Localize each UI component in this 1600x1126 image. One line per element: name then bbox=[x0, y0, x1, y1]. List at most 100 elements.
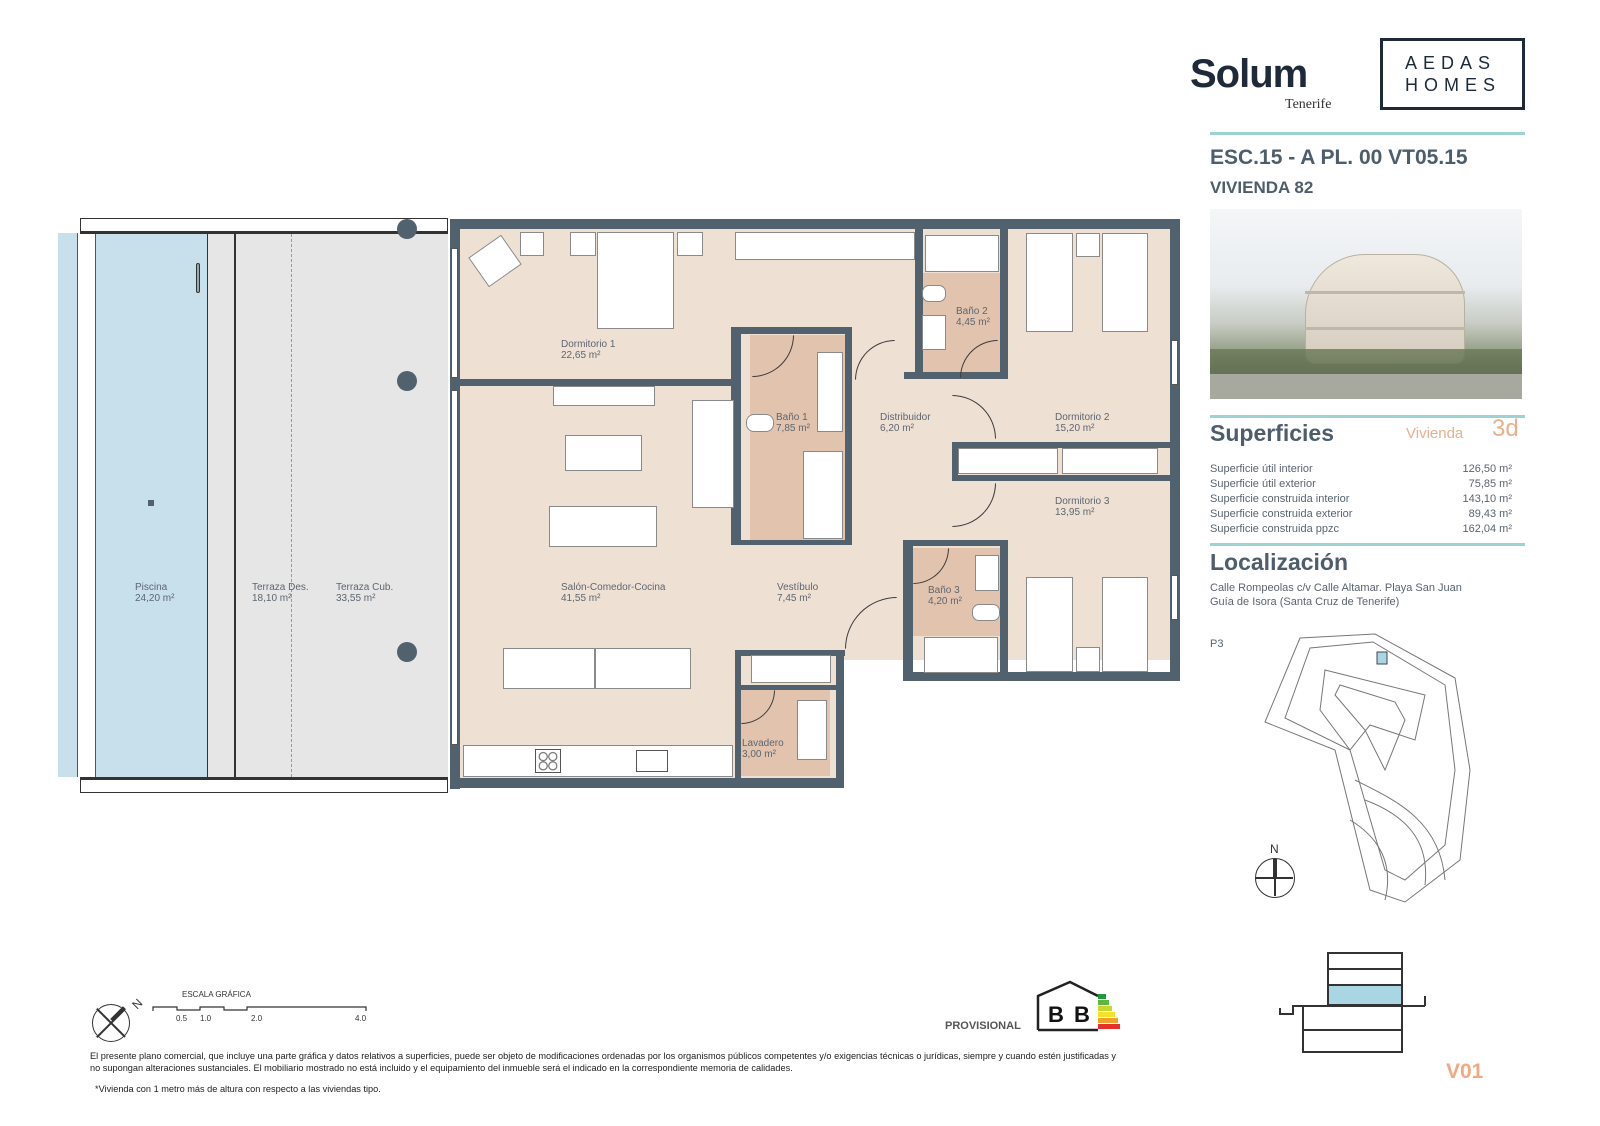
north-arrow-site-plan bbox=[1255, 858, 1295, 898]
window bbox=[1171, 575, 1178, 620]
scale-tick: 1.0 bbox=[200, 1014, 212, 1023]
nightstand bbox=[1076, 233, 1100, 257]
divider bbox=[1210, 415, 1525, 418]
energy-rating-emisiones: B bbox=[1074, 1002, 1090, 1027]
footnote: *Vivienda con 1 metro más de altura con … bbox=[95, 1084, 381, 1094]
building-floor-line bbox=[1305, 327, 1465, 330]
version-label: V01 bbox=[1446, 1060, 1484, 1083]
bathtub bbox=[803, 451, 843, 539]
nightstand bbox=[570, 232, 596, 256]
room-label-terraza-cub: Terraza Cub.33,55 m² bbox=[336, 582, 394, 604]
single-bed bbox=[1026, 233, 1073, 332]
wall bbox=[450, 778, 842, 788]
kitchen-counter bbox=[463, 745, 733, 777]
unit-name: VIVIENDA 82 bbox=[1210, 178, 1314, 197]
wardrobe bbox=[735, 232, 915, 260]
wall bbox=[845, 327, 852, 545]
wall bbox=[1000, 229, 1008, 379]
surface-row: Superficie construida interior 143,10 m² bbox=[1210, 493, 1512, 505]
room-label-terraza-des: Terraza Des.18,10 m² bbox=[252, 582, 309, 604]
energy-rating-consumo: B bbox=[1048, 1002, 1064, 1027]
surface-value: 89,43 m² bbox=[1468, 508, 1512, 520]
window bbox=[451, 390, 458, 745]
site-plan-label: P3 bbox=[1210, 638, 1224, 650]
single-bed bbox=[1102, 577, 1148, 672]
pool-edge-strip bbox=[58, 233, 78, 777]
wall bbox=[952, 442, 958, 481]
nightstand bbox=[520, 232, 544, 256]
window bbox=[1171, 340, 1178, 385]
sink bbox=[975, 555, 999, 591]
surface-row: Superficie útil interior 126,50 m² bbox=[1210, 463, 1512, 475]
surface-value: 143,10 m² bbox=[1462, 493, 1512, 505]
wardrobe bbox=[958, 448, 1058, 474]
surface-label: Superficie útil interior bbox=[1210, 463, 1313, 475]
wall bbox=[450, 219, 1180, 229]
site-plan-map bbox=[1264, 633, 1471, 903]
sink bbox=[922, 315, 946, 350]
pool-drain-icon bbox=[148, 500, 154, 506]
surface-label: Superficie útil exterior bbox=[1210, 478, 1316, 490]
storage-cabinet bbox=[751, 655, 831, 683]
wall bbox=[952, 475, 1177, 481]
terrace-divider-dashed bbox=[291, 234, 292, 777]
solum-logo: Solum bbox=[1190, 52, 1308, 96]
wall bbox=[741, 540, 851, 545]
wall bbox=[741, 327, 851, 334]
north-arrow-needle bbox=[1273, 859, 1277, 878]
nightstand bbox=[1076, 647, 1100, 672]
surface-label: Superficie construida ppzc bbox=[1210, 523, 1340, 535]
double-bed bbox=[597, 232, 674, 329]
terrace-bottom-rail bbox=[80, 777, 448, 793]
terrace-top-rail bbox=[80, 218, 448, 234]
legal-disclaimer: El presente plano comercial, que incluye… bbox=[90, 1051, 1116, 1073]
solum-logo-subtitle: Tenerife bbox=[1285, 97, 1332, 112]
divider bbox=[1210, 132, 1525, 135]
superficies-title: Superficies bbox=[1210, 420, 1334, 446]
vivienda-type-label: Vivienda bbox=[1406, 425, 1464, 442]
column bbox=[397, 219, 417, 239]
wall bbox=[952, 442, 1177, 448]
building-section-diagram bbox=[1279, 952, 1426, 1053]
unit-code: ESC.15 - A PL. 00 VT05.15 bbox=[1210, 146, 1468, 169]
single-bed bbox=[1102, 233, 1148, 332]
pool-ladder-icon bbox=[196, 263, 200, 293]
north-arrow-needle bbox=[110, 1006, 126, 1022]
scale-tick: 0.5 bbox=[176, 1014, 188, 1023]
toilet bbox=[746, 414, 774, 432]
surface-label: Superficie construida interior bbox=[1210, 493, 1350, 505]
surface-value: 162,04 m² bbox=[1462, 523, 1512, 535]
surface-label: Superficie construida exterior bbox=[1210, 508, 1353, 520]
wall bbox=[741, 685, 836, 690]
wall bbox=[1170, 219, 1180, 681]
wall bbox=[735, 650, 741, 785]
wall bbox=[1000, 540, 1008, 675]
nightstand bbox=[677, 232, 703, 256]
wall bbox=[731, 327, 741, 545]
scale-title: ESCALA GRÁFICA bbox=[182, 990, 251, 999]
wall bbox=[735, 650, 845, 656]
wall bbox=[903, 672, 1180, 681]
address-line-1: Calle Rompeolas c/v Calle Altamar. Playa… bbox=[1210, 582, 1462, 594]
scale-tick: 4.0 bbox=[355, 1014, 367, 1023]
surface-value: 126,50 m² bbox=[1462, 463, 1512, 475]
terrace-deck bbox=[208, 234, 236, 777]
coffee-table bbox=[565, 435, 642, 471]
sideboard bbox=[692, 400, 734, 508]
aedas-logo-line2: HOMES bbox=[1405, 75, 1502, 95]
vivienda-type-value: 3d bbox=[1492, 415, 1519, 442]
terrace-area bbox=[236, 234, 448, 777]
exterior-cutout bbox=[843, 660, 903, 800]
wardrobe bbox=[1062, 448, 1158, 474]
north-label-plan: N bbox=[129, 995, 146, 1013]
